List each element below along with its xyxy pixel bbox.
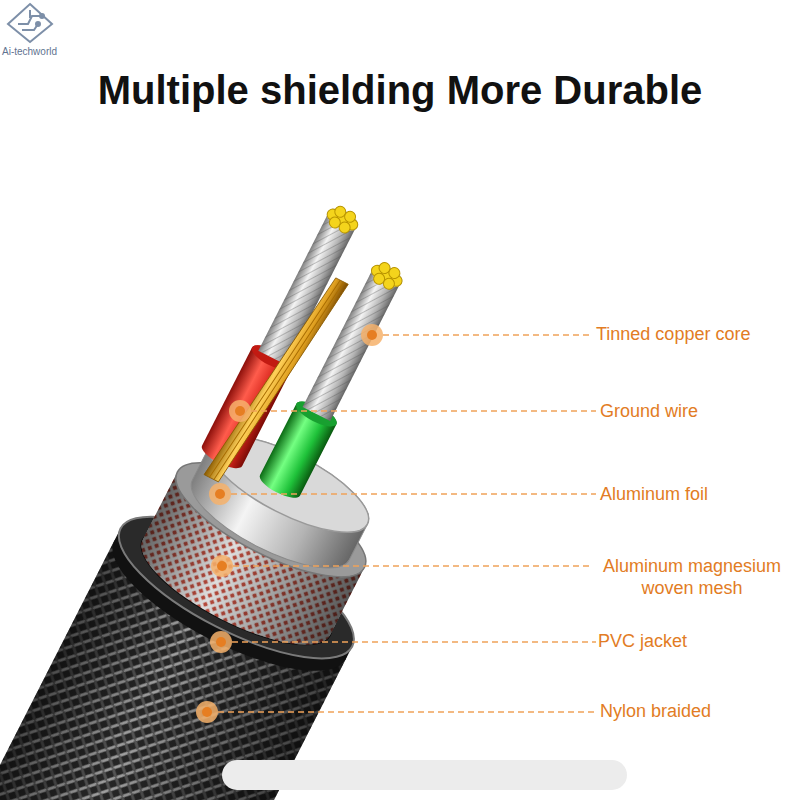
strand-tip [337,220,352,235]
watermark-logo [8,4,52,42]
part-label: Ground wire [600,400,698,422]
leader-line [231,493,596,495]
leader-dot-core [216,637,226,647]
leader-dot [211,555,233,577]
tip-face [368,260,406,291]
leader-dot-core [217,561,227,571]
part-label: Nylon braided [600,700,711,722]
logo-node [40,14,44,18]
cable-body [0,183,528,800]
copper-conductor [303,269,401,421]
tip-face [323,204,361,235]
ground-wire-strands [209,268,343,491]
leader-dot-core [367,330,377,340]
part-label: Tinned copper core [596,323,750,345]
part-label: PVC jacket [598,630,687,652]
part-label: Aluminum foil [600,483,708,505]
ground-wire [204,265,348,493]
conductor-strands [303,269,401,421]
strand-tip [382,276,397,291]
strand-tips [322,202,363,238]
logo-circuit [18,10,42,30]
leader-lines [218,335,596,712]
leader-line [233,565,592,567]
leader-dot-core [235,406,245,416]
logo-diamond [8,4,52,42]
leader-line [232,641,596,643]
leader-dot [196,701,218,723]
leader-dot-core [215,489,225,499]
leader-line [251,410,596,412]
watermark: Ai-techworld [2,46,57,58]
leader-dot [209,483,231,505]
leader-dot [210,631,232,653]
leader-dot-core [202,707,212,717]
part-label: Aluminum magnesium woven mesh [592,555,792,599]
leader-dot [229,400,251,422]
strand-tips [366,258,407,294]
leader-line [383,334,592,336]
leader-dot [361,324,383,346]
scroll-bar [222,760,627,790]
diagram-title: Multiple shielding More Durable [0,66,800,114]
logo-node [36,22,40,26]
leader-line [218,711,596,713]
leader-dots [196,324,383,723]
